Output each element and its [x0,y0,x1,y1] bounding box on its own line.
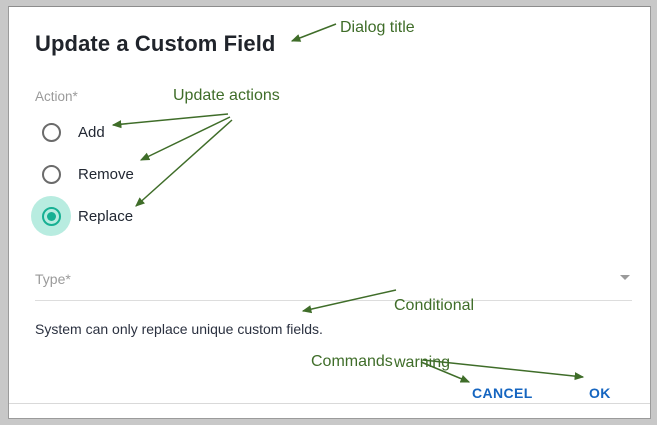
chevron-down-icon[interactable] [620,275,630,280]
type-select-field[interactable]: Type* [35,265,632,301]
radio-button-remove-icon[interactable] [31,154,71,194]
conditional-warning-text: System can only replace unique custom fi… [35,321,323,337]
radio-inner-dot [47,170,56,179]
radio-outer-ring [41,122,61,142]
radio-outer-ring [41,206,61,226]
radio-button-replace-icon[interactable] [31,196,71,236]
type-select-label: Type* [35,271,71,287]
radio-outer-ring [41,164,61,184]
radio-inner-dot [47,128,56,137]
radio-option-replace[interactable]: Replace [31,195,134,237]
radio-button-add-icon[interactable] [31,112,71,152]
radio-label-remove[interactable]: Remove [78,165,134,183]
dialog-title: Update a Custom Field [35,31,276,56]
radio-option-remove[interactable]: Remove [31,153,134,195]
action-radio-group[interactable]: Add Remove Replace [31,111,134,237]
type-select-underline [35,300,632,301]
cancel-button[interactable]: CANCEL [472,385,533,401]
radio-label-replace[interactable]: Replace [78,207,134,225]
action-field-label: Action* [35,89,78,104]
footer-divider [9,403,650,404]
ok-button[interactable]: OK [589,385,611,401]
update-custom-field-dialog: Update a Custom Field Action* Add Remove [8,6,651,419]
radio-option-add[interactable]: Add [31,111,134,153]
radio-label-add[interactable]: Add [78,123,105,141]
radio-inner-dot [46,211,56,221]
